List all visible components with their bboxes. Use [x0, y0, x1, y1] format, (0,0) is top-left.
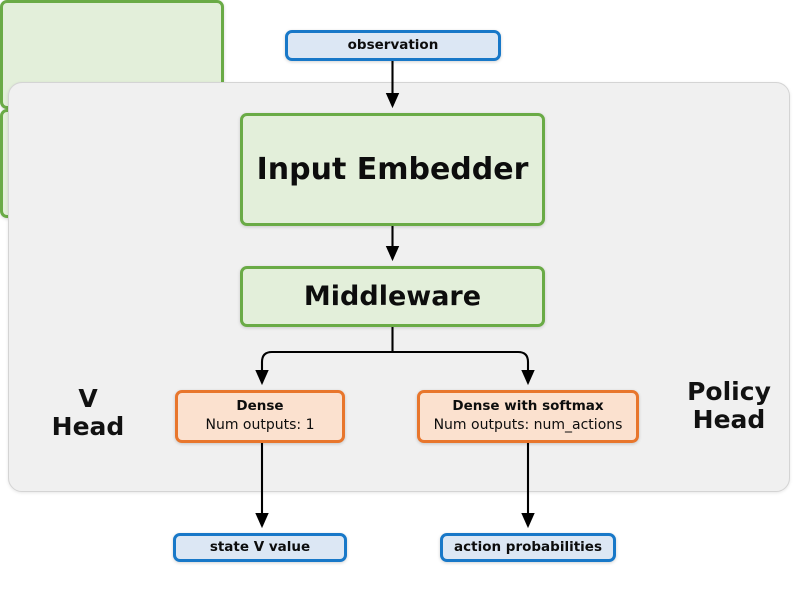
node-action-probabilities-label: action probabilities [454, 538, 602, 555]
node-action-probabilities[interactable]: action probabilities [440, 533, 616, 562]
label-policy-head: Policy Head [666, 378, 792, 434]
node-input-embedder-label: Input Embedder [256, 151, 529, 187]
node-observation-label: observation [347, 36, 439, 53]
node-dense-policy-head[interactable]: Dense with softmax Num outputs: num_acti… [417, 390, 639, 443]
node-dense-v-head[interactable]: Dense Num outputs: 1 [175, 390, 345, 443]
node-dense-policy-head-subtitle: Num outputs: num_actions [433, 417, 623, 434]
label-policy-head-line1: Policy [687, 377, 771, 406]
label-policy-head-line2: Head [692, 405, 766, 434]
node-dense-v-head-subtitle: Num outputs: 1 [205, 417, 315, 434]
label-v-head: V Head [36, 385, 140, 441]
label-v-head-line2: Head [51, 412, 125, 441]
node-dense-policy-head-title: Dense with softmax [452, 398, 604, 415]
label-v-head-line1: V [78, 384, 98, 413]
node-state-v-value[interactable]: state V value [173, 533, 347, 562]
node-input-embedder[interactable]: Input Embedder [240, 113, 545, 226]
node-middleware[interactable]: Middleware [240, 266, 545, 327]
node-dense-v-head-title: Dense [236, 398, 284, 415]
node-state-v-value-label: state V value [209, 538, 311, 555]
node-observation[interactable]: observation [285, 30, 501, 61]
node-middleware-label: Middleware [303, 280, 482, 312]
